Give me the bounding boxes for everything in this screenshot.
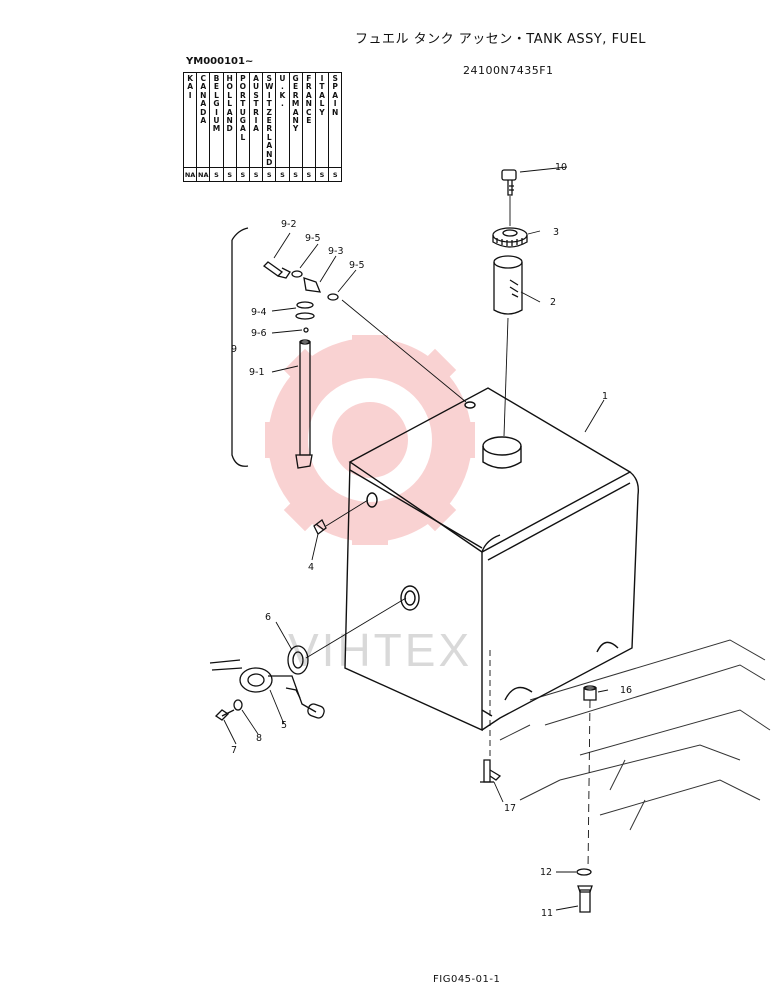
callout-11: 11 xyxy=(541,908,553,919)
callout-9-3: 9-3 xyxy=(328,246,344,257)
leader-lines xyxy=(223,166,609,911)
country-name: S W I T Z E R L A N D xyxy=(265,74,274,168)
callout-10: 10 xyxy=(555,162,567,173)
strainer xyxy=(493,255,523,315)
callout-9-5-b: 9-5 xyxy=(349,260,365,271)
country-cell: S W I T Z E R L A N D xyxy=(262,71,277,169)
gear-logo-icon xyxy=(265,335,475,545)
gasket xyxy=(287,645,309,675)
country-name: I T A L Y xyxy=(319,74,325,117)
machine-frame-lines xyxy=(499,639,771,831)
screw-and-washer xyxy=(214,699,243,721)
country-name: P O R T U G A L xyxy=(239,74,247,142)
drain-cock xyxy=(480,759,502,783)
serial-range: YM000101~ xyxy=(186,56,254,67)
callout-16: 16 xyxy=(620,685,632,696)
callout-9-4: 9-4 xyxy=(251,307,267,318)
country-name: S P A I N xyxy=(332,74,339,117)
country-name: K A I xyxy=(187,74,193,100)
part-number: 24100N7435F1 xyxy=(463,64,554,77)
callout-9-5-a: 9-5 xyxy=(305,233,321,244)
callout-6: 6 xyxy=(265,612,271,623)
callout-9-6: 9-6 xyxy=(251,328,267,339)
country-name: B E L G I U M xyxy=(212,74,221,134)
figure-code: FIG045-01-1 xyxy=(433,974,501,985)
country-values-row: NA NA S S S S S S S S S S xyxy=(182,167,343,183)
country-applicability-table: K A I C A N A D A B E L G I U M H O L L … xyxy=(182,71,343,183)
callout-3: 3 xyxy=(553,227,559,238)
callout-17: 17 xyxy=(504,803,516,814)
callout-8: 8 xyxy=(256,733,262,744)
country-cell: H O L L A N D xyxy=(222,71,237,169)
country-value: S xyxy=(275,167,290,183)
country-cell: F R A N C E xyxy=(301,71,316,169)
page-title: フュエル タンク アッセン・TANK ASSY, FUEL xyxy=(355,32,647,47)
country-value: S xyxy=(328,167,343,183)
fuel-level-sender xyxy=(209,659,325,719)
watermark-logo xyxy=(265,335,475,545)
country-name: F R A N C E xyxy=(305,74,312,126)
callout-9: 9 xyxy=(231,344,237,355)
callout-4: 4 xyxy=(308,562,314,573)
country-cell: S P A I N xyxy=(328,71,343,169)
callout-12: 12 xyxy=(540,867,552,878)
drain-plug xyxy=(313,519,327,535)
callout-9-1: 9-1 xyxy=(249,367,265,378)
cap-key xyxy=(501,169,517,196)
callout-7: 7 xyxy=(231,745,237,756)
country-names-row: K A I C A N A D A B E L G I U M H O L L … xyxy=(182,71,343,169)
callout-9-2: 9-2 xyxy=(281,219,297,230)
country-name: G E R M A N Y xyxy=(291,74,300,134)
gauge-tube-assembly xyxy=(231,227,339,469)
country-name: C A N A D A xyxy=(200,74,207,126)
callout-2: 2 xyxy=(550,297,556,308)
filler-cap xyxy=(492,227,528,248)
mounting-hardware xyxy=(576,685,597,913)
country-cell: C A N A D A xyxy=(196,71,211,169)
country-name: H O L L A N D xyxy=(226,74,233,134)
country-value: S xyxy=(235,167,250,183)
callout-5: 5 xyxy=(281,720,287,731)
fuel-tank xyxy=(344,387,640,732)
watermark-text: VIHTEX xyxy=(288,624,472,676)
country-name: A U S T R I A xyxy=(252,74,260,134)
country-name: U . K . xyxy=(279,74,286,109)
callout-1: 1 xyxy=(602,391,608,402)
